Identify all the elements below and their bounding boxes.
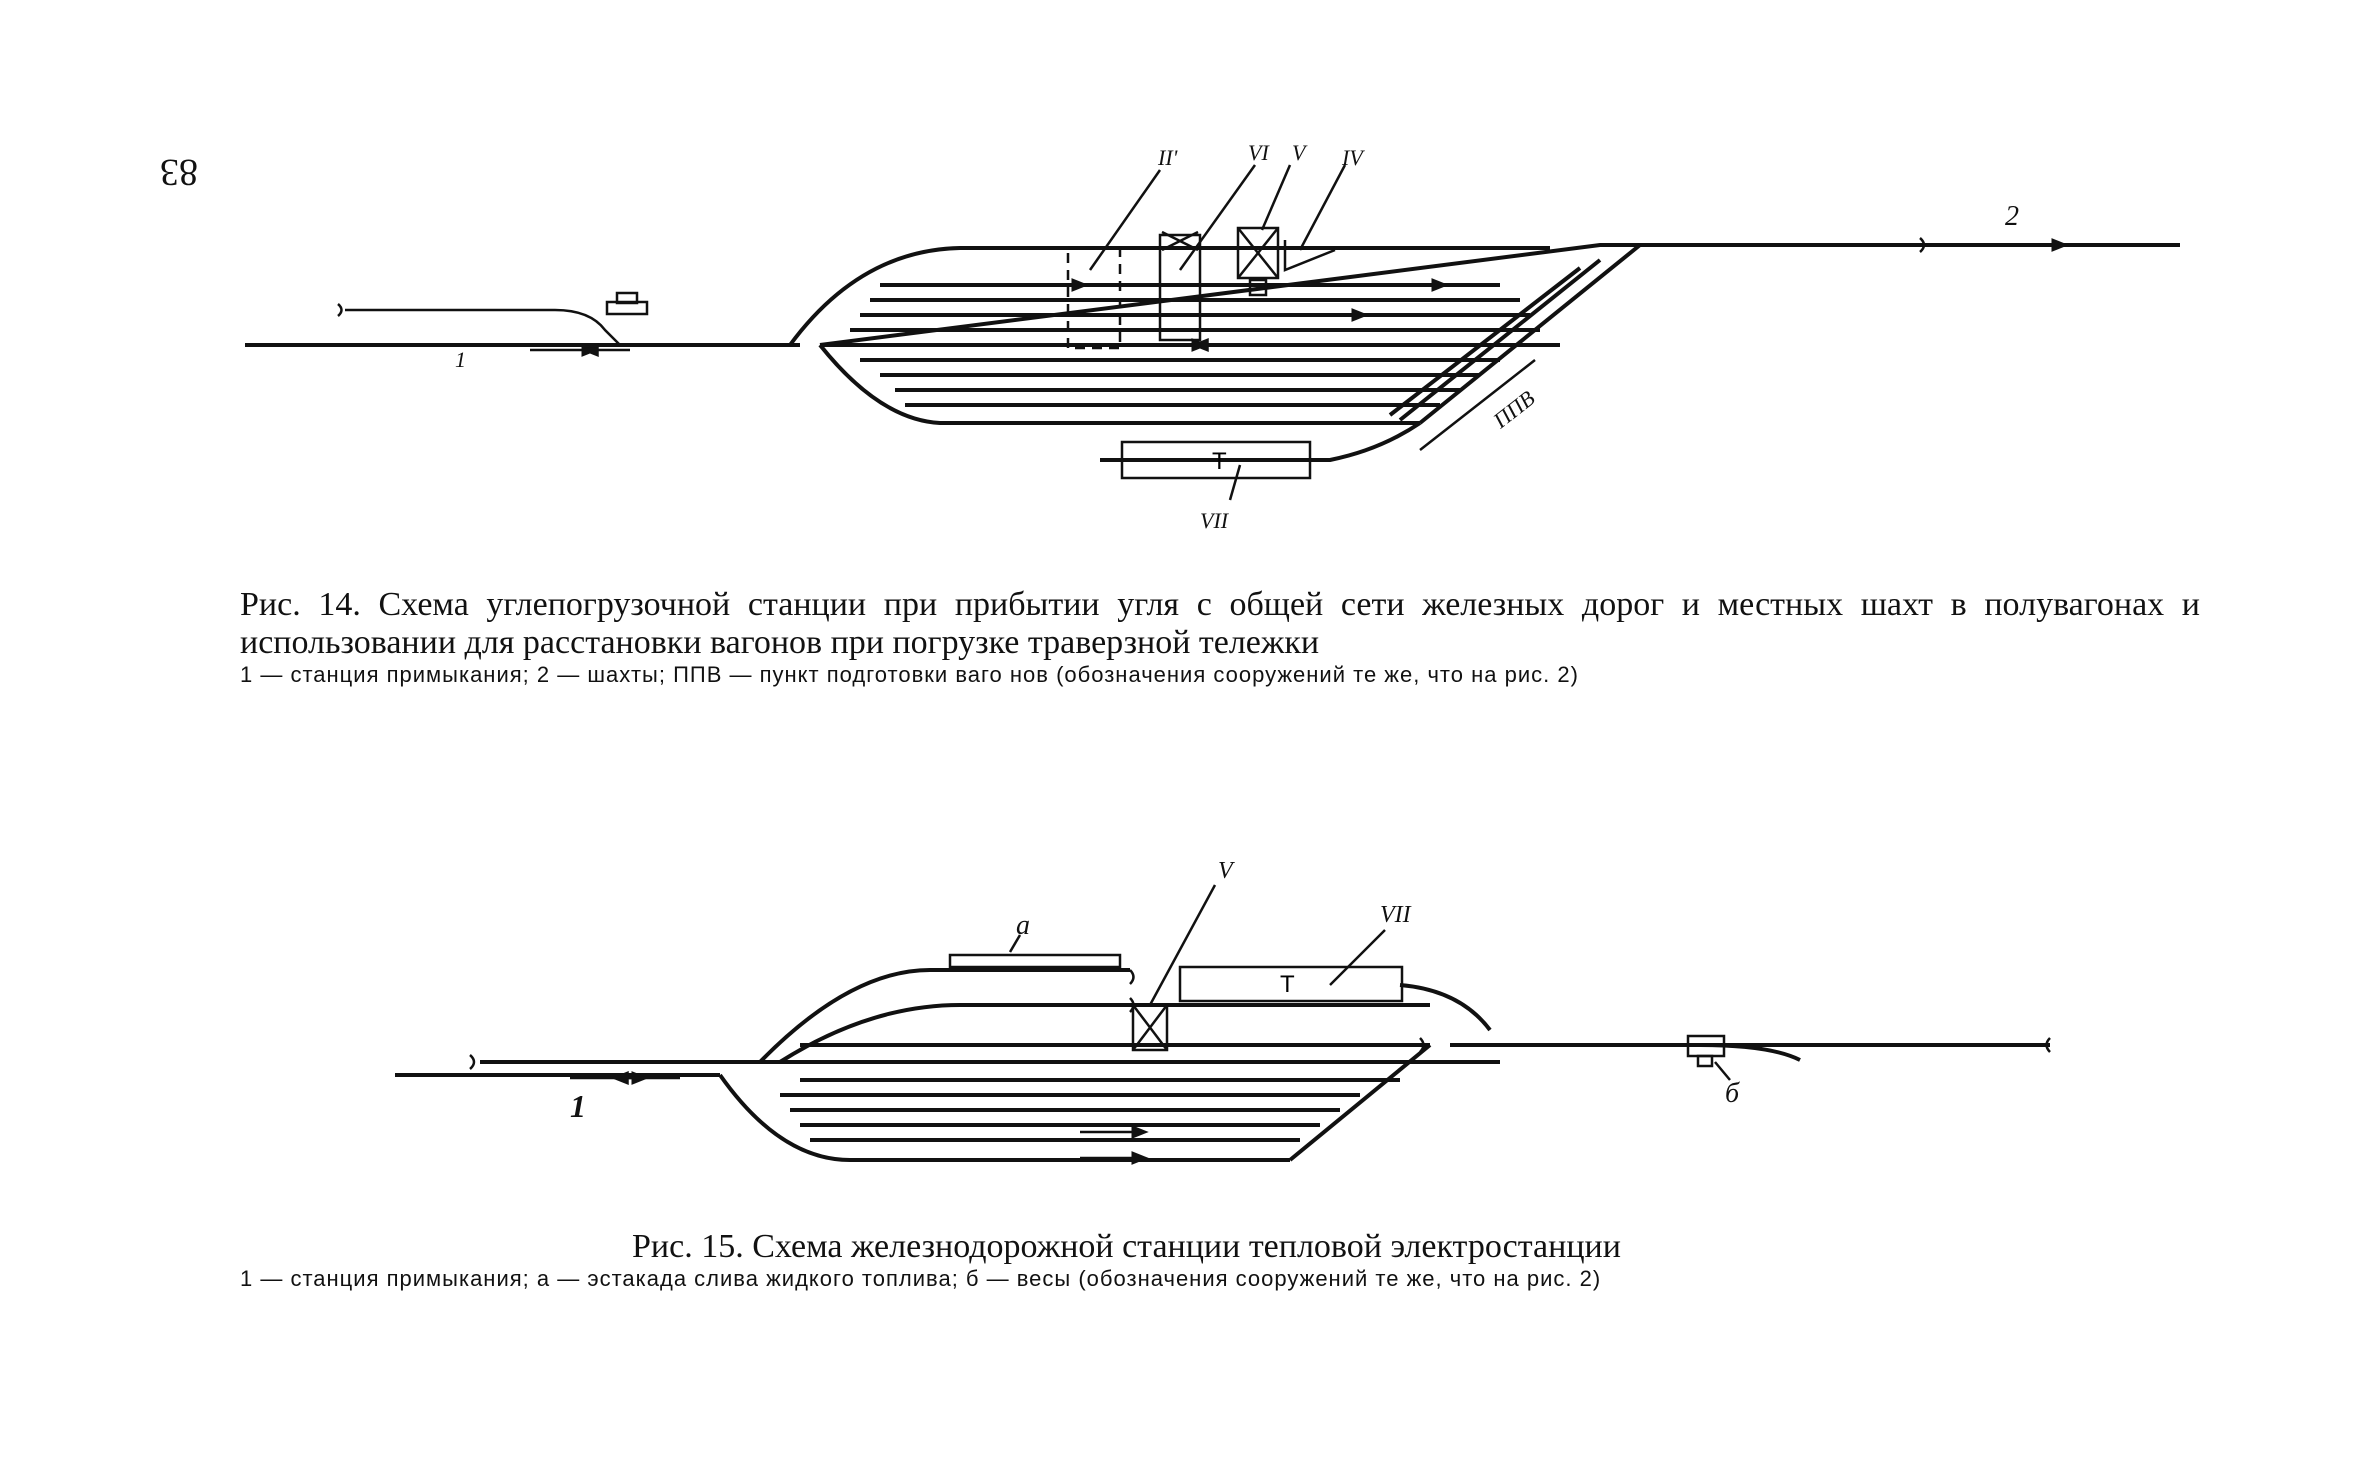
wagon-icon bbox=[605, 291, 649, 316]
figure-14-caption-legend: 1 — станция примыкания; 2 — шахты; ППВ —… bbox=[240, 662, 1579, 687]
yard-tracks bbox=[718, 968, 1432, 1165]
figure-15-scheme: 1 а б Т V VII bbox=[395, 858, 2051, 1165]
label-mine-2: 2 bbox=[2005, 201, 2019, 232]
structure-V bbox=[1236, 164, 1292, 297]
structure-VII-T bbox=[1120, 440, 1312, 501]
main-line bbox=[395, 983, 2051, 1085]
label-V: V bbox=[1292, 140, 1308, 165]
label-a: а bbox=[1016, 910, 1030, 941]
structure-VII-T bbox=[1178, 929, 1404, 1003]
label-station-1: 1 bbox=[455, 347, 466, 372]
label-V: V bbox=[1218, 858, 1235, 884]
label-VII: VII bbox=[1380, 902, 1412, 928]
label-II-prime: II' bbox=[1157, 145, 1178, 170]
label-station-1: 1 bbox=[570, 1088, 586, 1124]
structure-IV bbox=[1283, 164, 1347, 272]
structure-VI bbox=[1158, 164, 1257, 342]
label-t: Т bbox=[1212, 448, 1227, 475]
structure-II-prime bbox=[1066, 169, 1162, 350]
figure-14-caption-title: Рис. 14. Схема углепогрузочной станции п… bbox=[240, 586, 2200, 661]
ppv-leader-line bbox=[1419, 359, 1536, 451]
structure-b-vesy bbox=[1686, 1034, 1731, 1081]
structure-V bbox=[1131, 884, 1217, 1052]
yard-tracks bbox=[788, 237, 2180, 462]
label-VII: VII bbox=[1200, 508, 1230, 533]
label-IV: IV bbox=[1341, 145, 1365, 170]
label-VI: VI bbox=[1248, 140, 1270, 165]
figure-15-caption-title: Рис. 15. Схема железнодорожной станции т… bbox=[632, 1228, 1621, 1265]
structure-a-estakada bbox=[948, 934, 1122, 969]
label-b: б bbox=[1725, 1078, 1740, 1109]
figure-14-scheme: 1 2 ППВ Т II' VI V IV VII bbox=[245, 140, 2180, 533]
figure-15-caption-legend: 1 — станция примыкания; а — эстакада сли… bbox=[240, 1266, 1602, 1291]
label-t: Т bbox=[1280, 971, 1295, 998]
main-line-left bbox=[245, 303, 800, 357]
